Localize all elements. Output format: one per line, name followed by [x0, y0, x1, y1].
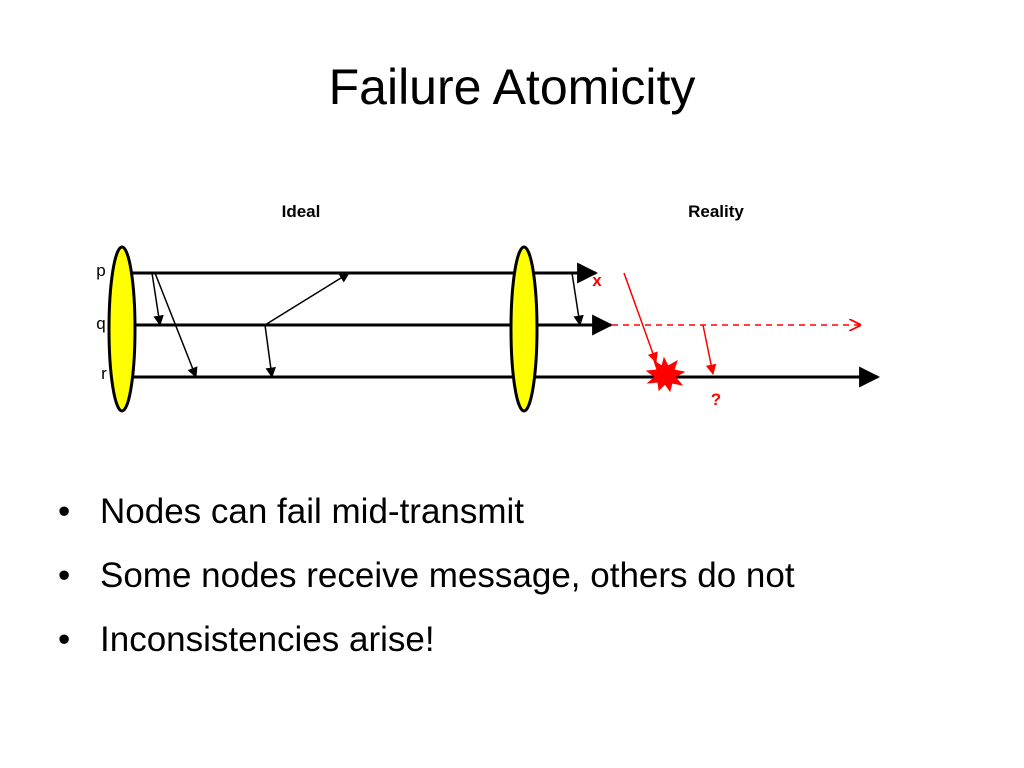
message-arrow — [151, 272, 164, 327]
bullet-marker: • — [58, 492, 71, 531]
process-label-q: q — [96, 314, 105, 333]
atomic-boundary-end — [509, 245, 539, 413]
process-label-r: r — [101, 364, 107, 383]
failure-atomicity-diagram: Ideal Reality p q r x ? — [96, 202, 881, 413]
bullet-item: • Nodes can fail mid-transmit — [58, 486, 795, 550]
bullet-text: Inconsistencies arise! — [100, 620, 435, 659]
bullet-marker: • — [58, 556, 71, 595]
bullet-marker: • — [58, 620, 71, 659]
crash-burst-icon — [645, 356, 686, 393]
bullet-list: • Nodes can fail mid-transmit • Some nod… — [58, 486, 795, 678]
process-label-p: p — [96, 261, 105, 280]
message-arrow — [571, 272, 584, 327]
ideal-label: Ideal — [282, 202, 321, 221]
failure-x-mark: x — [592, 271, 602, 290]
failed-message-arrow — [623, 272, 658, 363]
atomic-boundary-start — [107, 245, 137, 413]
message-arrow — [264, 272, 350, 326]
bullet-item: • Inconsistencies arise! — [58, 614, 795, 678]
unknown-delivery-mark: ? — [711, 390, 721, 409]
bullet-item: • Some nodes receive message, others do … — [58, 550, 795, 614]
slide-title: Failure Atomicity — [328, 59, 696, 115]
message-arrow — [264, 324, 276, 379]
failed-message-arrow — [702, 324, 717, 376]
bullet-text: Some nodes receive message, others do no… — [100, 556, 795, 595]
bullet-text: Nodes can fail mid-transmit — [100, 492, 525, 531]
reality-label: Reality — [688, 202, 744, 221]
message-arrow — [154, 272, 198, 378]
